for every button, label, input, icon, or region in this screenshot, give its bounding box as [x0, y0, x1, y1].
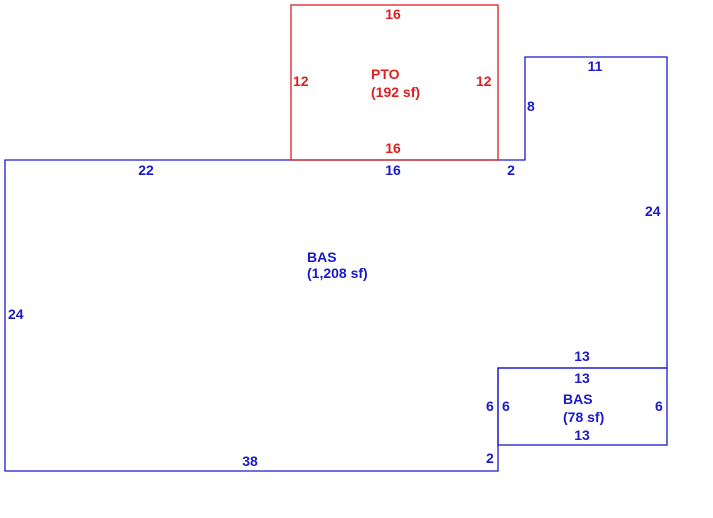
bas-main-bottom-step-dimension: 2 — [486, 450, 494, 466]
pto-group: 16 16 12 12 PTO (192 sf) — [293, 6, 492, 156]
pto-area-label: (192 sf) — [371, 84, 420, 100]
bas-small-left-dimension: 6 — [502, 398, 510, 414]
bas-main-code-label: BAS — [307, 249, 337, 265]
bas-main-top-middle-dimension: 16 — [385, 162, 401, 178]
pto-top-dimension: 16 — [385, 6, 401, 22]
bas-small-code-label: BAS — [563, 391, 593, 407]
bas-main-top-step-dimension: 2 — [507, 162, 515, 178]
pto-code-label: PTO — [371, 66, 400, 82]
bas-small-area-label: (78 sf) — [563, 409, 604, 425]
bas-main-right-dimension: 24 — [645, 203, 661, 219]
pto-right-dimension: 12 — [476, 73, 492, 89]
bas-small-right-dimension: 6 — [655, 398, 663, 414]
bas-main-inner-right-dimension: 6 — [486, 398, 494, 414]
bas-main-step-up-dimension: 8 — [527, 98, 535, 114]
bas-small-outline — [497, 367, 668, 446]
pto-outline — [290, 4, 499, 161]
bas-main-group: BAS (1,208 sf) 22 16 2 8 11 24 24 13 6 2… — [8, 58, 661, 469]
bas-main-top-right-dimension: 11 — [588, 58, 603, 74]
bas-main-area-label: (1,208 sf) — [307, 265, 368, 281]
bas-main-top-left-dimension: 22 — [138, 162, 154, 178]
pto-bottom-dimension: 16 — [385, 140, 401, 156]
pto-left-dimension: 12 — [293, 73, 309, 89]
bas-small-bottom-dimension: 13 — [574, 427, 590, 443]
bas-main-bottom-dimension: 38 — [242, 453, 258, 469]
bas-small-group: 13 13 6 6 BAS (78 sf) — [502, 370, 663, 443]
bas-main-notch-top-dimension: 13 — [574, 348, 590, 364]
bas-main-left-dimension: 24 — [8, 306, 24, 322]
bas-small-top-dimension: 13 — [574, 370, 590, 386]
